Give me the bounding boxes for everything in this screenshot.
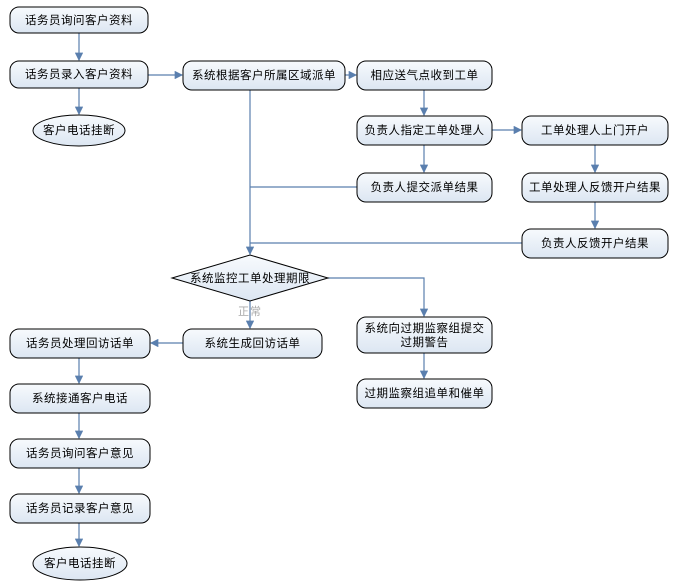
node-shape-system-generate-callback — [182, 328, 323, 359]
node-shape-handler-visit-open-account — [521, 115, 669, 146]
node-shape-ask-customer-info — [9, 6, 149, 34]
node-shape-handler-feedback-result — [521, 172, 669, 203]
node-shape-leader-submit-dispatch-result — [356, 172, 493, 203]
shape-layer — [9, 6, 669, 581]
node-shape-gas-point-receive-order — [356, 60, 493, 91]
node-shape-leader-feedback-result — [521, 228, 669, 259]
node-shape-system-dispatch-by-region — [182, 60, 346, 91]
node-shape-enter-customer-info — [9, 60, 149, 89]
node-shape-submit-overdue-warning — [356, 316, 493, 354]
node-shape-customer-hangup-bottom — [32, 546, 128, 581]
node-shape-operator-record-opinion — [9, 493, 151, 524]
node-shape-overdue-group-chase — [356, 378, 493, 409]
flow-edge-monitor-deadline--submit-overdue-warning — [328, 277, 429, 318]
node-shape-customer-hangup-top — [32, 114, 126, 147]
node-shape-system-connect-call — [9, 383, 151, 414]
node-shape-operator-ask-opinion — [9, 438, 151, 469]
node-shape-monitor-deadline — [170, 254, 330, 302]
node-shape-operator-handle-callback — [9, 328, 151, 359]
edge-layer — [74, 33, 600, 548]
node-shape-leader-assign-handler — [356, 115, 493, 146]
